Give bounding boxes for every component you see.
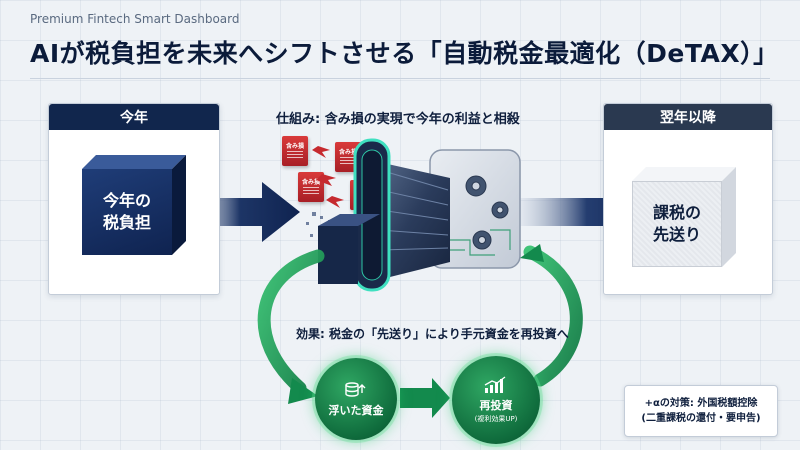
float-funds-circle: 浮いた資金 (315, 358, 397, 440)
reinvest-sub-label: (複利効果UP) (474, 415, 518, 423)
tax-deferral-line1: 課税の (652, 203, 701, 222)
tax-burden-line2: 税負担 (102, 213, 151, 232)
foreign-tax-credit-note: +αの対策: 外国税額控除 (二重課税の還付・要申告) (624, 385, 778, 437)
title-divider (30, 78, 770, 79)
tax-burden-line1: 今年の (102, 191, 151, 210)
tax-burden-cube: 今年の 税負担 (82, 155, 186, 255)
unrealized-loss-doc: 含み損 (282, 136, 308, 166)
this-year-header: 今年 (49, 104, 219, 130)
mechanism-label: 仕組み: 含み損の実現で今年の利益と相殺 (276, 112, 520, 127)
coin-stack-icon (345, 381, 366, 397)
note-line2: (二重課税の還付・要申告) (641, 413, 761, 424)
reinvest-label: 再投資 (479, 399, 513, 412)
effect-label: 効果: 税金の「先送り」により手元資金を再投資へ (296, 327, 569, 341)
reinvest-circle: 再投資 (複利効果UP) (452, 356, 540, 444)
float-funds-label: 浮いた資金 (328, 403, 384, 417)
tax-deferral-cube: 課税の 先送り (632, 167, 736, 267)
page-title: AIが税負担を未来へシフトさせる「自動税金最適化（DeTAX）」 (30, 39, 779, 68)
tax-deferral-line2: 先送り (652, 225, 701, 244)
gear-icon (465, 175, 509, 250)
dashboard-subtitle: Premium Fintech Smart Dashboard (30, 12, 240, 26)
following-years-header: 翌年以降 (604, 104, 772, 130)
growth-chart-icon (484, 376, 506, 393)
note-line1: +αの対策: 外国税額控除 (644, 398, 758, 409)
